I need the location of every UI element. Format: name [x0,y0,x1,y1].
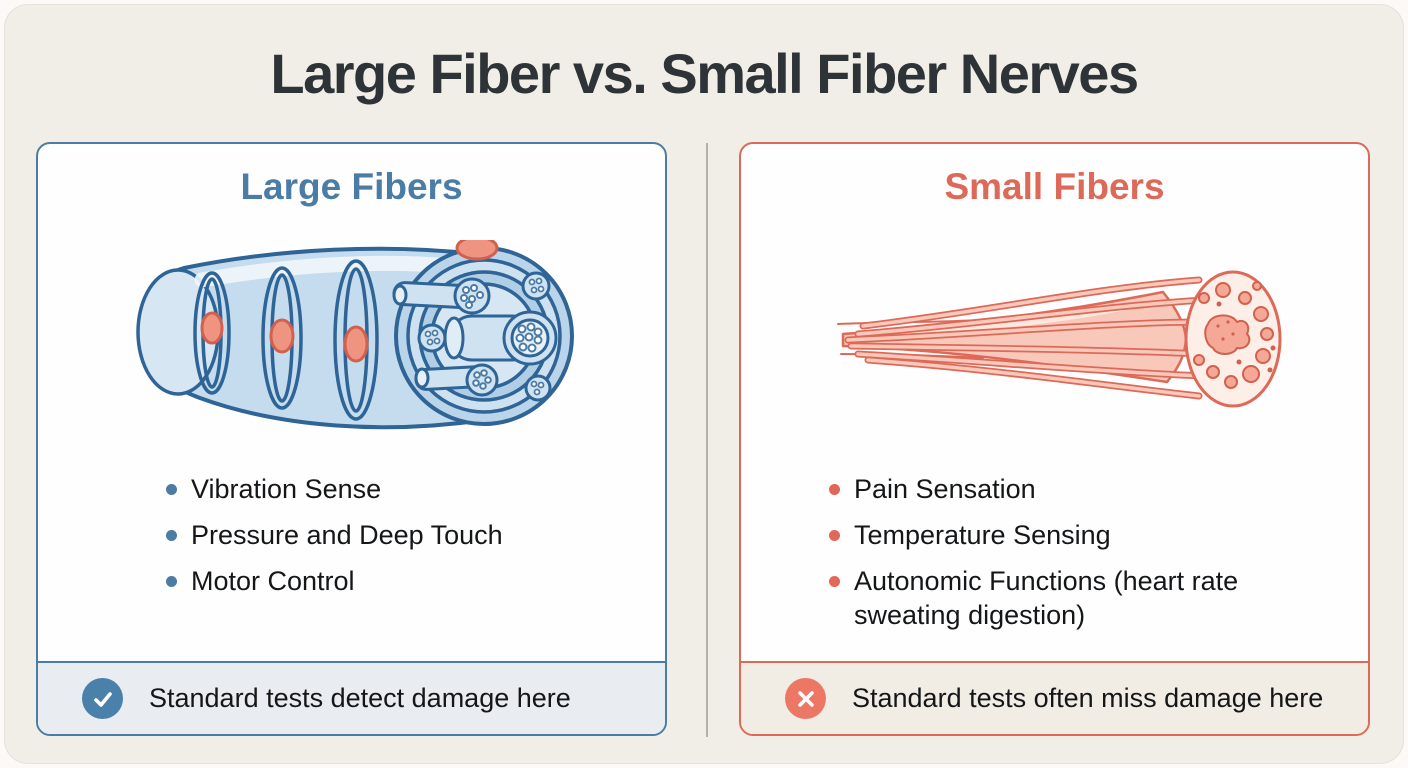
bullet-dot [829,576,840,587]
large-nerve-svg [136,240,574,430]
bullet-dot [829,530,840,541]
small-nerve-svg [837,270,1282,408]
bullet-dot [829,484,840,495]
vertical-divider [706,143,708,737]
small-fibers-bullet-list: Pain Sensation Temperature Sensing Auton… [829,472,1299,644]
list-item: Motor Control [166,564,503,598]
footer-text: Standard tests often miss damage here [852,683,1324,713]
bullet-dot [166,576,177,587]
small-fibers-title: Small Fibers [944,166,1165,207]
large-fibers-bullet-list: Vibration Sense Pressure and Deep Touch … [166,472,503,610]
list-item: Pressure and Deep Touch [166,518,503,552]
list-item: Autonomic Functions (heart rate sweating… [829,564,1299,632]
list-item: Temperature Sensing [829,518,1299,552]
panel-small-fibers: Small Fibers [739,142,1370,736]
bullet-text: Vibration Sense [191,474,382,504]
infographic-canvas: Large Fiber vs. Small Fiber Nerves Large… [4,4,1404,764]
bullet-text: Pain Sensation [854,474,1036,504]
small-fiber-illustration [833,264,1303,414]
large-fiber-illustration [132,240,582,435]
large-fibers-title: Large Fibers [240,166,463,207]
bullet-text: Autonomic Functions (heart rate sweating… [854,566,1239,630]
footer-text: Standard tests detect damage here [149,683,571,713]
small-fibers-footer: Standard tests often miss damage here [741,661,1368,734]
large-fibers-footer: Standard tests detect damage here [38,661,665,734]
bullet-dot [166,484,177,495]
check-icon [82,678,123,719]
bullet-text: Temperature Sensing [854,520,1111,550]
panel-large-fibers: Large Fibers [36,142,667,736]
list-item: Vibration Sense [166,472,503,506]
page-title: Large Fiber vs. Small Fiber Nerves [270,42,1139,105]
bullet-text: Pressure and Deep Touch [191,520,503,550]
bullet-text: Motor Control [191,566,355,596]
bullet-dot [166,530,177,541]
list-item: Pain Sensation [829,472,1299,506]
cross-icon [785,678,826,719]
